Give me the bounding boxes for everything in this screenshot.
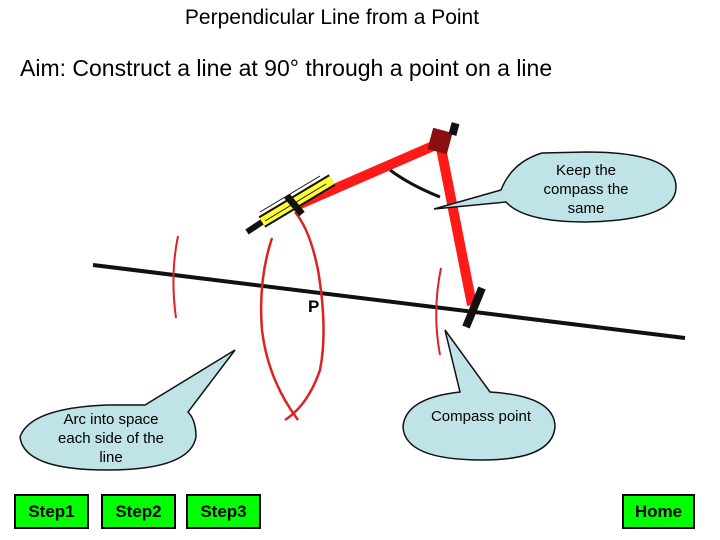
callout-keep-shape xyxy=(433,151,677,223)
compass-angle-arc xyxy=(389,168,441,199)
step3-button[interactable]: Step3 xyxy=(186,494,261,529)
compass-handle xyxy=(448,122,460,136)
page-title: Perpendicular Line from a Point xyxy=(184,6,480,29)
arc-right xyxy=(435,267,442,356)
compass-arm-pencil xyxy=(291,138,442,212)
aim-text: Aim: Construct a line at 90° through a p… xyxy=(20,55,553,81)
step2-button[interactable]: Step2 xyxy=(101,494,176,529)
home-button[interactable]: Home xyxy=(622,494,695,529)
callout-arc: Arc into space each side of the line xyxy=(58,411,164,466)
compass-hinge xyxy=(427,127,453,155)
arc-large-left xyxy=(259,237,300,421)
arc-large-right xyxy=(284,211,325,422)
point-p-label: P xyxy=(308,297,320,316)
arc-left xyxy=(172,235,179,319)
base-line xyxy=(92,263,686,340)
compass-icon xyxy=(291,122,486,329)
compass-needle xyxy=(462,286,486,329)
callout-arc-shape xyxy=(19,349,236,471)
compass-arm-point xyxy=(435,142,477,306)
step1-button[interactable]: Step1 xyxy=(14,494,89,529)
callout-keep: Keep the compass the same xyxy=(543,162,629,217)
pencil-icon xyxy=(245,174,336,235)
callout-compass: Compass point xyxy=(430,408,532,425)
callout-compass-shape xyxy=(402,329,556,461)
